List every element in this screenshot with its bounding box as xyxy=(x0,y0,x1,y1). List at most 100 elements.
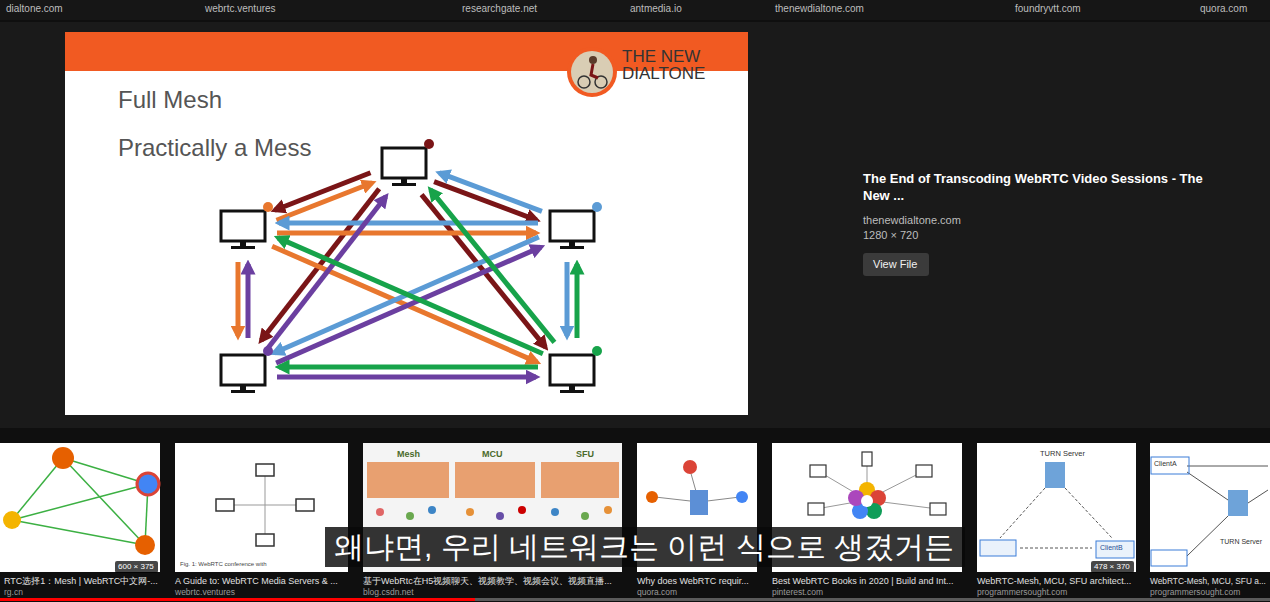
relay-lines xyxy=(1000,488,1112,548)
thumbnail-caption: WebRTC-Mesh, MCU, SFU a... xyxy=(1150,576,1266,586)
thumbnail-source: quora.com xyxy=(637,587,677,597)
label-holder: The End of Transcoding WebRTC Video Sess… xyxy=(863,171,1223,205)
label-holder: blog.csdn.net xyxy=(363,587,414,597)
label-holder: Fig. 1: WebRTC conference with xyxy=(180,561,266,568)
logo-badge xyxy=(567,47,617,97)
mesh-arrow xyxy=(278,238,543,354)
progress-track xyxy=(475,598,1270,601)
mesh-arrow xyxy=(565,262,570,336)
slide-heading: Full Mesh xyxy=(118,86,748,115)
browser-icon xyxy=(137,473,159,495)
mesh-arrow xyxy=(236,262,241,336)
thumbnail-caption: 基于WebRtc在H5视频聊天、视频教学、视频会议、视频直播... xyxy=(363,576,612,587)
computer-icon xyxy=(221,346,273,393)
label-holder: quora.com xyxy=(637,587,677,597)
monitor-icons xyxy=(216,464,314,546)
label-holder: WebRTC-Mesh, MCU, SFU a... xyxy=(1150,576,1266,586)
label-holder: thenewdialtone.com xyxy=(863,214,961,227)
browser-icon xyxy=(135,535,155,555)
label-holder: 基于WebRtc在H5视频聊天、视频教学、视频会议、视频直播... xyxy=(363,576,612,587)
label-holder: programmersought.com xyxy=(977,587,1067,597)
stat-box xyxy=(541,462,619,498)
label-holder: WebRTC-Mesh, MCU, SFU architect... xyxy=(977,576,1131,587)
source-domain: researchgate.net xyxy=(462,3,537,15)
thumbnail-text: TURN Server xyxy=(1220,538,1262,546)
label-holder: ClientB xyxy=(1100,544,1123,552)
browser-icon xyxy=(3,511,21,529)
client-box xyxy=(1151,457,1189,474)
label-holder: antmedia.io xyxy=(630,3,682,15)
relay-lines xyxy=(1187,466,1268,556)
webrtc-logo xyxy=(848,482,886,519)
stat-box xyxy=(367,462,449,498)
client-box xyxy=(980,540,1016,556)
badge-text: 600 × 375 xyxy=(118,562,155,572)
mesh-arrow xyxy=(246,264,251,338)
people-icons xyxy=(376,506,612,520)
view-button: View File xyxy=(863,253,929,276)
label-holder: RTC选择1：Mesh | WebRTC中文网-... xyxy=(4,576,158,587)
mesh-arrow xyxy=(575,264,580,338)
label-holder: programmersought.com xyxy=(1150,587,1240,597)
mesh-lines xyxy=(12,458,148,545)
label-holder: webrtc.ventures xyxy=(205,3,276,15)
thumbnail-source: rg.cn xyxy=(4,587,23,597)
mesh-arrow xyxy=(279,365,538,370)
label-holder: quora.com xyxy=(1200,3,1247,15)
label-holder: TURN Server xyxy=(1220,538,1262,546)
label-holder: webrtc.ventures xyxy=(175,587,235,597)
label-holder: MCU xyxy=(482,449,503,460)
thumbnail-source: blog.csdn.net xyxy=(363,587,414,597)
server-icon xyxy=(1228,490,1248,516)
browser-icon xyxy=(736,491,748,503)
thumbnail xyxy=(0,443,160,572)
mesh-arrow xyxy=(277,231,536,236)
result-domain: thenewdialtone.com xyxy=(863,214,961,227)
server-icon xyxy=(1045,462,1065,488)
thumbnail-text: TURN Server xyxy=(1040,449,1085,458)
mesh-arrow xyxy=(268,196,386,348)
thumbnail xyxy=(175,443,348,572)
link-lines xyxy=(234,476,296,534)
mesh-arrow xyxy=(276,183,372,220)
image-size: 1280 × 720 xyxy=(863,229,918,242)
computer-icon xyxy=(550,202,602,249)
label-holder: A Guide to: WebRTC Media Servers & ... xyxy=(175,576,338,587)
label-holder: THE NEW DIALTONE xyxy=(622,48,717,82)
thumbnail-caption: A Guide to: WebRTC Media Servers & ... xyxy=(175,576,338,587)
result-title: The End of Transcoding WebRTC Video Sess… xyxy=(863,171,1223,205)
thumbnail-text: SFU xyxy=(576,449,594,460)
link-lines xyxy=(816,462,938,509)
client-box xyxy=(1096,541,1134,558)
thumbnail-text: ClientA xyxy=(1154,460,1177,468)
source-domain: quora.com xyxy=(1200,3,1247,15)
badge-text: 478 × 370 xyxy=(1094,562,1131,572)
thumbnail xyxy=(977,443,1136,572)
size-badge: 600 × 375 xyxy=(115,561,158,573)
thumbnail-caption: WebRTC-Mesh, MCU, SFU architect... xyxy=(977,576,1131,587)
label-holder: dialtone.com xyxy=(6,3,63,15)
size-badge: 478 × 370 xyxy=(1091,561,1134,573)
label-holder: Why does WebRTC requir... xyxy=(637,576,749,587)
thumbnail-source: programmersought.com xyxy=(977,587,1067,597)
thumbnail-text: ClientB xyxy=(1100,544,1123,552)
computer-icon xyxy=(382,139,434,186)
slide-heading: Practically a Mess xyxy=(118,134,748,163)
mesh-arrow xyxy=(277,375,536,380)
thumbnail-caption: Best WebRTC Books in 2020 | Build and In… xyxy=(772,576,954,587)
label-holder: foundryvtt.com xyxy=(1015,3,1081,15)
thumbnail-source: webrtc.ventures xyxy=(175,587,235,597)
browser-icon xyxy=(52,447,74,469)
figure-caption: Fig. 1: WebRTC conference with xyxy=(180,561,266,568)
thumbnail-caption: RTC选择1：Mesh | WebRTC中文网-... xyxy=(4,576,158,587)
label-holder: Best WebRTC Books in 2020 | Build and In… xyxy=(772,576,954,587)
source-domain: antmedia.io xyxy=(630,3,682,15)
subtitle-box: 왜냐면, 우리 네트워크는 이런 식으로 생겼거든 xyxy=(325,527,965,567)
mesh-arrow xyxy=(431,190,555,343)
label-holder: pinterest.com xyxy=(772,587,823,597)
label-holder: researchgate.net xyxy=(462,3,537,15)
source-domain: webrtc.ventures xyxy=(205,3,276,15)
source-domain: foundryvtt.com xyxy=(1015,3,1081,15)
source-domain: thenewdialtone.com xyxy=(775,3,864,15)
thumbnail-caption: Why does WebRTC requir... xyxy=(637,576,749,587)
